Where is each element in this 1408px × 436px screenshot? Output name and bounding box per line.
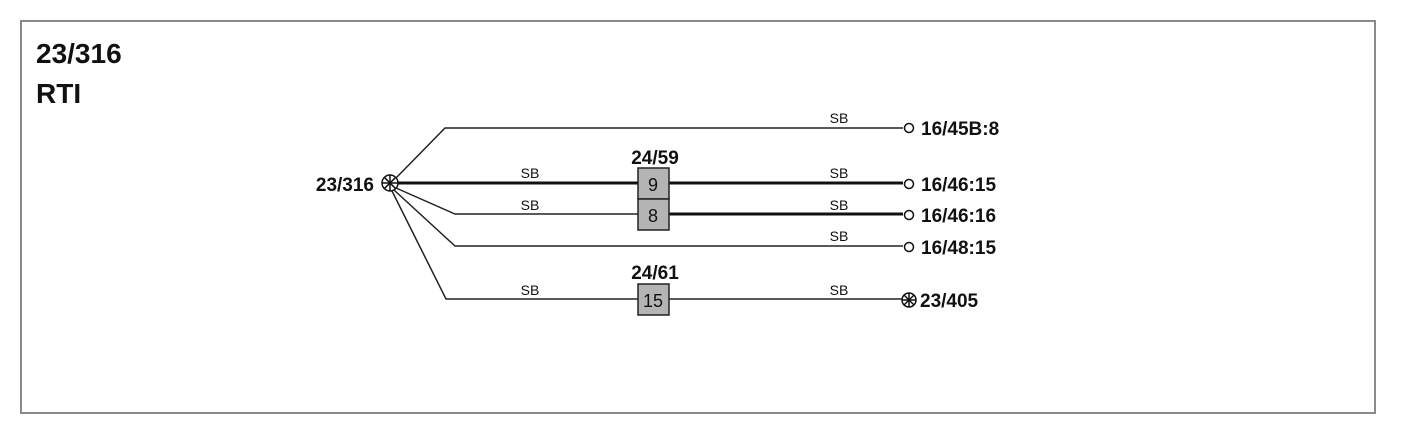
component-name: RTI xyxy=(36,78,82,109)
connector-pin-box xyxy=(637,167,670,200)
wire-4-color: SB xyxy=(830,228,849,244)
wire-3-color-left: SB xyxy=(521,197,540,213)
source-splice-icon xyxy=(381,174,399,192)
connector-label: 24/61 xyxy=(631,263,679,284)
connector-pin-box xyxy=(637,283,670,316)
component-id: 23/316 xyxy=(36,38,122,69)
terminal-icon xyxy=(903,178,915,190)
destination-label: 16/48:15 xyxy=(921,238,996,259)
connector-label: 24/59 xyxy=(631,148,679,169)
splice-icon xyxy=(901,292,917,308)
wire-5-color-left: SB xyxy=(521,282,540,298)
wire-3-left xyxy=(395,187,638,215)
wire-2-color-left: SB xyxy=(521,165,540,181)
connector-pin: 8 xyxy=(648,206,658,226)
destination-label: 16/46:15 xyxy=(921,175,996,196)
destination-label: 16/45B:8 xyxy=(921,119,999,140)
connector-pin: 9 xyxy=(648,175,658,195)
terminal-icon xyxy=(903,122,915,134)
destination-label: 23/405 xyxy=(920,291,979,312)
source-label: 23/316 xyxy=(316,175,374,196)
diagram-frame xyxy=(20,20,1376,414)
terminal-icon xyxy=(903,241,915,253)
wire-2-color-right: SB xyxy=(830,165,849,181)
wire-1 xyxy=(395,127,903,179)
wire-1-color: SB xyxy=(830,110,849,126)
wire-5-color-right: SB xyxy=(830,282,849,298)
connector-pin: 15 xyxy=(643,291,663,311)
terminal-icon xyxy=(903,209,915,221)
connector-pin-box xyxy=(637,198,670,231)
wire-4 xyxy=(393,189,903,247)
wire-5-left xyxy=(391,190,638,300)
wire-3-color-right: SB xyxy=(830,197,849,213)
destination-label: 16/46:16 xyxy=(921,206,996,227)
